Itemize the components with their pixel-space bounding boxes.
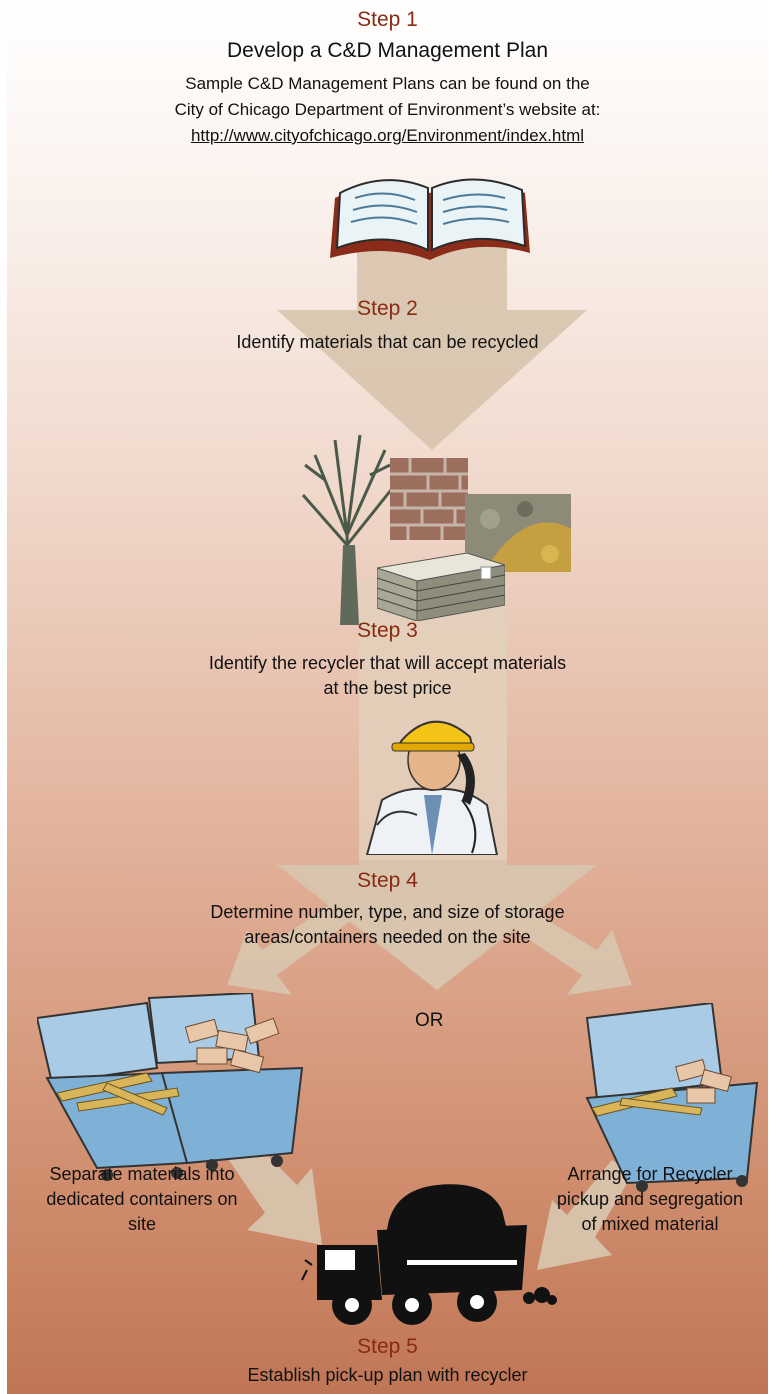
step4-desc-line1: Determine number, type, and size of stor…	[210, 902, 565, 922]
step3-desc-line2: at the best price	[323, 678, 452, 698]
step2-desc: Identify materials that can be recycled	[236, 332, 539, 352]
right-option-line2: pickup and segregation	[556, 1189, 744, 1209]
step3-label: Step 3	[357, 619, 418, 642]
left-option-line3: site	[127, 1214, 156, 1234]
recycling-bin-icon	[37, 993, 304, 1181]
flowchart: Step 1 Develop a C&D Management Plan Sam…	[7, 0, 768, 1394]
step4-label: Step 4	[357, 869, 418, 892]
dump-truck-icon	[301, 1184, 557, 1325]
step1-desc-line1: Sample C&D Management Plans can be found…	[185, 74, 590, 93]
step5-label: Step 5	[357, 1335, 418, 1358]
step4-desc-line2: areas/containers needed on the site	[244, 927, 531, 947]
left-option-line1: Separate materials into	[49, 1164, 235, 1184]
step1-desc-line2: City of Chicago Department of Environmen…	[174, 100, 601, 119]
arrow-step3-to-step4-body	[287, 865, 587, 990]
arrow-to-left-option	[227, 900, 352, 995]
left-option-line2: dedicated containers on	[46, 1189, 238, 1209]
lumber-icon	[377, 553, 505, 621]
step1-label: Step 1	[357, 8, 418, 31]
arrow-right-to-truck	[537, 1160, 632, 1270]
arrow-step1-to-step2	[277, 240, 587, 450]
right-option-line3: of mixed material	[581, 1214, 719, 1234]
brick-icon	[390, 458, 468, 540]
step5-desc: Establish pick-up plan with recycler	[247, 1365, 528, 1385]
step1-title: Develop a C&D Management Plan	[226, 39, 548, 62]
arrow-left-to-truck	[222, 1130, 322, 1245]
worker-on-phone-icon	[365, 720, 499, 855]
book-icon	[330, 178, 530, 260]
arrow-to-right-option	[507, 905, 632, 995]
step3-desc-line1: Identify the recycler that will accept m…	[208, 653, 567, 673]
environment-website-link[interactable]: http://www.cityofchicago.org/Environment…	[190, 126, 585, 145]
or-label: OR	[415, 1010, 444, 1031]
right-option-line1: Arrange for Recycler	[567, 1164, 733, 1184]
step2-label: Step 2	[357, 297, 418, 320]
tree-icon	[301, 434, 397, 626]
recycling-bin-icon	[585, 1003, 759, 1192]
